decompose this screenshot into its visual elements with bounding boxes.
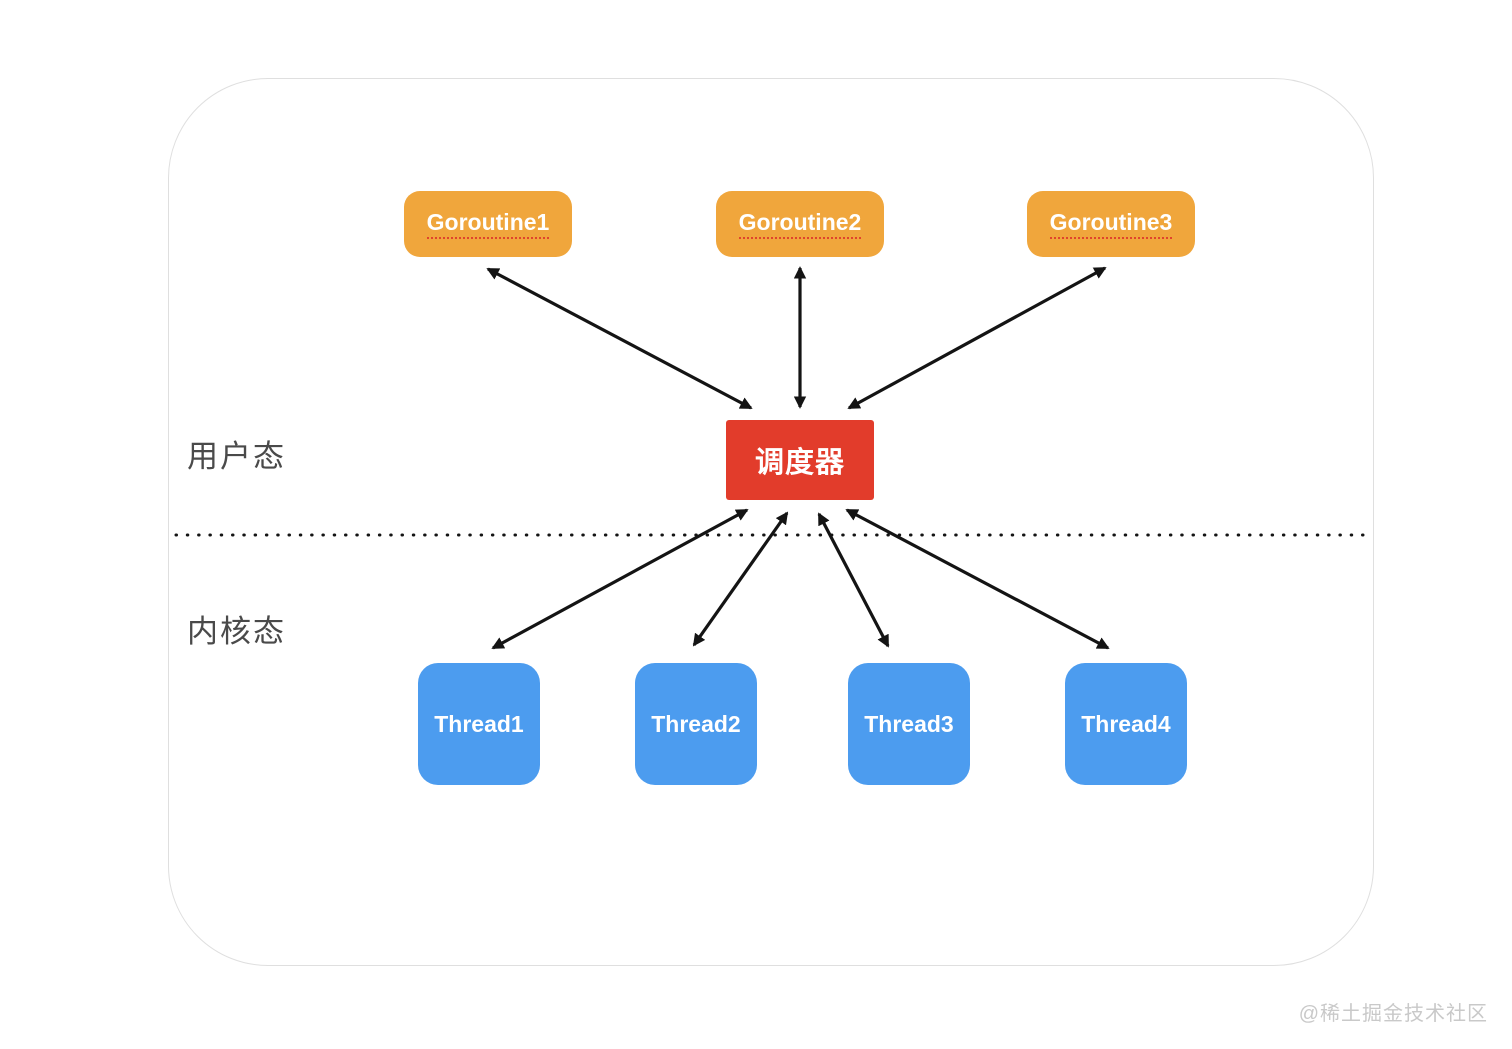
goroutine1-node: Goroutine1 bbox=[404, 191, 572, 257]
thread1-label: Thread1 bbox=[434, 710, 524, 737]
thread3-node: Thread3 bbox=[848, 663, 970, 785]
thread2-node: Thread2 bbox=[635, 663, 757, 785]
scheduler-label: 调度器 bbox=[754, 447, 845, 479]
goroutine1-label: Goroutine1 bbox=[426, 209, 550, 239]
thread2-label: Thread2 bbox=[651, 710, 741, 737]
watermark: @稀土掘金技术社区 bbox=[1298, 1003, 1488, 1025]
thread3-label: Thread3 bbox=[864, 710, 954, 737]
scheduler-node: 调度器 bbox=[726, 420, 874, 500]
goroutine2-label: Goroutine2 bbox=[738, 209, 862, 239]
thread4-label: Thread4 bbox=[1081, 710, 1171, 737]
thread1-node: Thread1 bbox=[418, 663, 540, 785]
user-mode-label: 用户态 bbox=[187, 439, 286, 474]
goroutine2-node: Goroutine2 bbox=[716, 191, 884, 257]
diagram-frame bbox=[168, 78, 1374, 966]
thread4-node: Thread4 bbox=[1065, 663, 1187, 785]
goroutine3-label: Goroutine3 bbox=[1049, 209, 1173, 239]
goroutine3-node: Goroutine3 bbox=[1027, 191, 1195, 257]
kernel-mode-label: 内核态 bbox=[187, 614, 286, 649]
